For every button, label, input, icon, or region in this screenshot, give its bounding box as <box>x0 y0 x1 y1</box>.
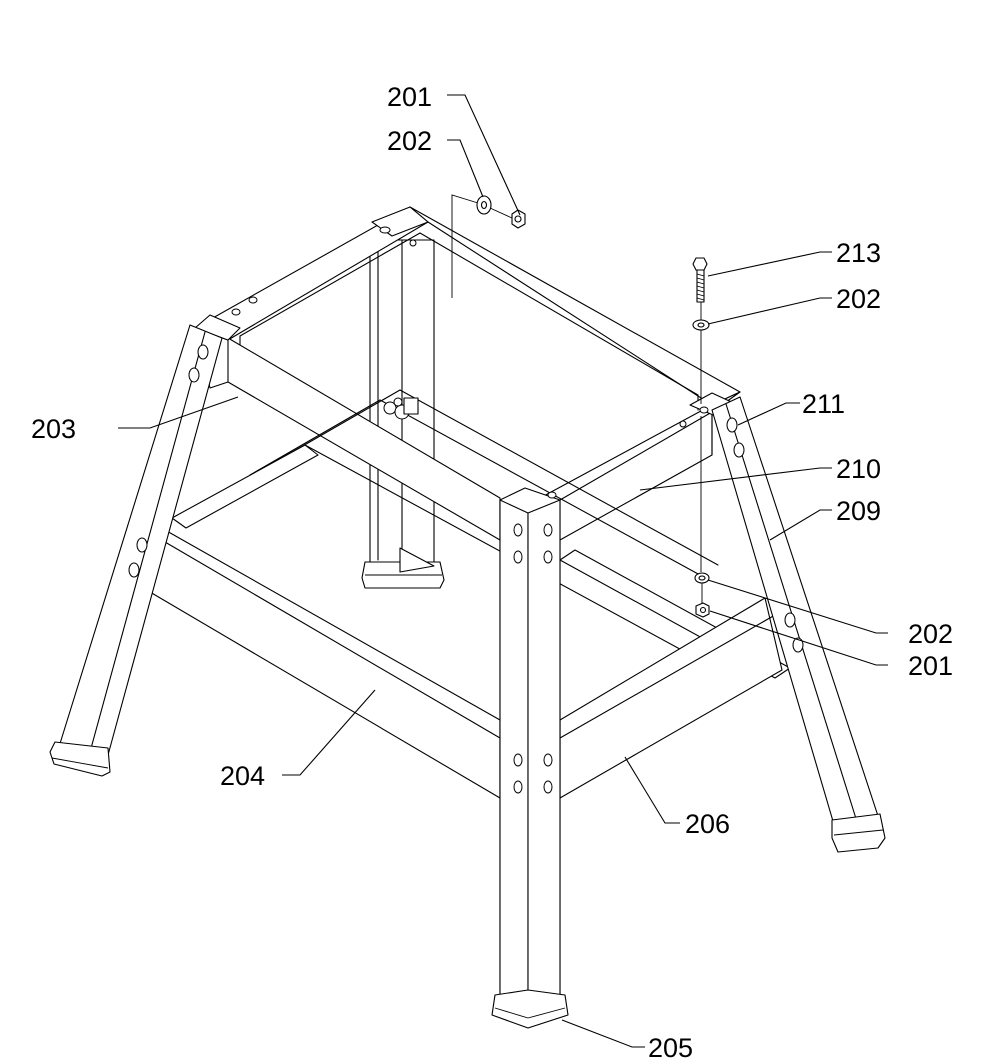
rear-left-foot-pad <box>361 547 445 589</box>
callout-202-right: 202 <box>836 284 881 314</box>
front-right-leg <box>711 396 886 853</box>
callout-210: 210 <box>836 454 881 484</box>
front-left-leg <box>49 324 223 777</box>
callout-205: 205 <box>648 1033 693 1063</box>
callout-201-top: 201 <box>387 82 432 112</box>
top-frame <box>194 206 741 541</box>
bolt-213 <box>692 257 708 303</box>
top-washer <box>476 195 492 215</box>
callout-206: 206 <box>685 809 730 839</box>
callout-202-top: 202 <box>387 126 432 156</box>
callout-204: 204 <box>220 761 265 791</box>
callout-213: 213 <box>836 238 881 268</box>
washer-202-upper <box>692 319 710 331</box>
lower-frame <box>149 444 791 799</box>
front-left-foot-pad <box>49 741 111 777</box>
front-center-leg <box>491 487 569 1029</box>
front-right-foot-pad <box>831 813 886 853</box>
callout-203: 203 <box>31 414 76 444</box>
right-hardware <box>692 257 710 618</box>
nut-201-lower <box>695 602 710 618</box>
callout-labels: 201 202 213 202 211 203 210 209 202 201 … <box>31 82 953 1063</box>
callout-209: 209 <box>836 496 881 526</box>
leader-lines <box>118 94 888 1048</box>
callout-202-lower: 202 <box>908 619 953 649</box>
callout-211: 211 <box>802 389 845 419</box>
front-center-foot-pad <box>491 989 569 1029</box>
washer-202-lower <box>694 572 710 584</box>
callout-201-lower: 201 <box>908 651 953 681</box>
top-hardware <box>451 194 526 298</box>
